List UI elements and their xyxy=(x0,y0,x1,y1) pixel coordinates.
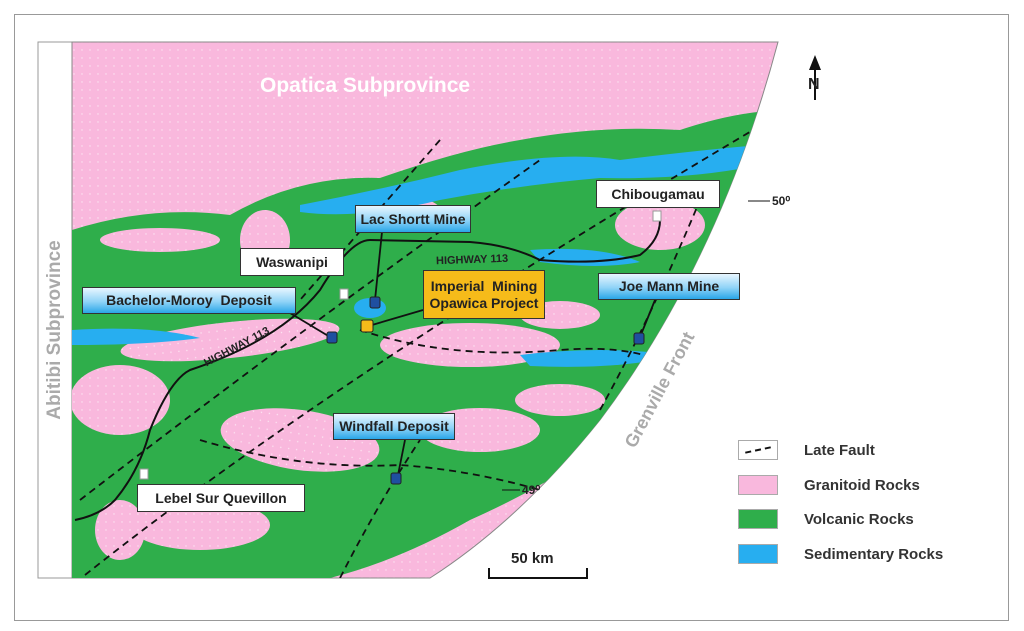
windfall-label: Windfall Deposit xyxy=(333,413,455,440)
abitibi-label: Abitibi Subprovince xyxy=(44,240,65,420)
legend-label: Late Fault xyxy=(804,441,875,459)
sedimentary-areas xyxy=(72,145,760,367)
legend-label: Granitoid Rocks xyxy=(804,476,920,494)
north-label: N xyxy=(808,76,820,93)
lebel-label: Lebel Sur Quevillon xyxy=(137,484,305,512)
imperial-line2: Opawica Project xyxy=(429,294,539,311)
imperial-label: Imperial Mining Opawica Project xyxy=(423,270,545,319)
legend-granitoid: Granitoid Rocks xyxy=(738,475,920,495)
legend-volcanic: Volcanic Rocks xyxy=(738,509,914,529)
imperial-line1: Imperial Mining xyxy=(430,277,538,294)
abitibi-strip xyxy=(37,41,73,579)
deposit-markers xyxy=(326,296,645,485)
town-markers xyxy=(139,210,662,480)
volcanic-swatch xyxy=(738,509,778,529)
leader-lines xyxy=(289,231,656,476)
legend-label: Sedimentary Rocks xyxy=(804,545,944,563)
legend-sedimentary: Sedimentary Rocks xyxy=(738,544,943,564)
chibougamau-label: Chibougamau xyxy=(596,180,720,208)
opatica-label: Opatica Subprovince xyxy=(260,74,471,97)
fault-swatch-icon xyxy=(738,440,778,460)
legend-label: Volcanic Rocks xyxy=(804,510,914,528)
scale-label: 50 km xyxy=(511,550,554,567)
waswanipi-label: Waswanipi xyxy=(240,248,344,276)
map-frame xyxy=(14,14,1009,621)
scale-bar xyxy=(488,568,588,579)
granitoid-swatch xyxy=(738,475,778,495)
sedimentary-swatch xyxy=(738,544,778,564)
north-arrow-icon xyxy=(809,55,821,100)
bachelor-label: Bachelor-Moroy Deposit xyxy=(82,287,296,314)
lat-50-label: 50⁰ xyxy=(772,194,791,208)
highway-113 xyxy=(74,219,661,521)
lac-shortt-label: Lac Shortt Mine xyxy=(355,205,471,233)
joe-mann-label: Joe Mann Mine xyxy=(598,273,740,300)
legend-late-fault: Late Fault xyxy=(738,440,875,460)
lat-49-label: 49⁰ xyxy=(522,483,541,497)
highway-label-north: HIGHWAY 113 xyxy=(435,252,509,268)
